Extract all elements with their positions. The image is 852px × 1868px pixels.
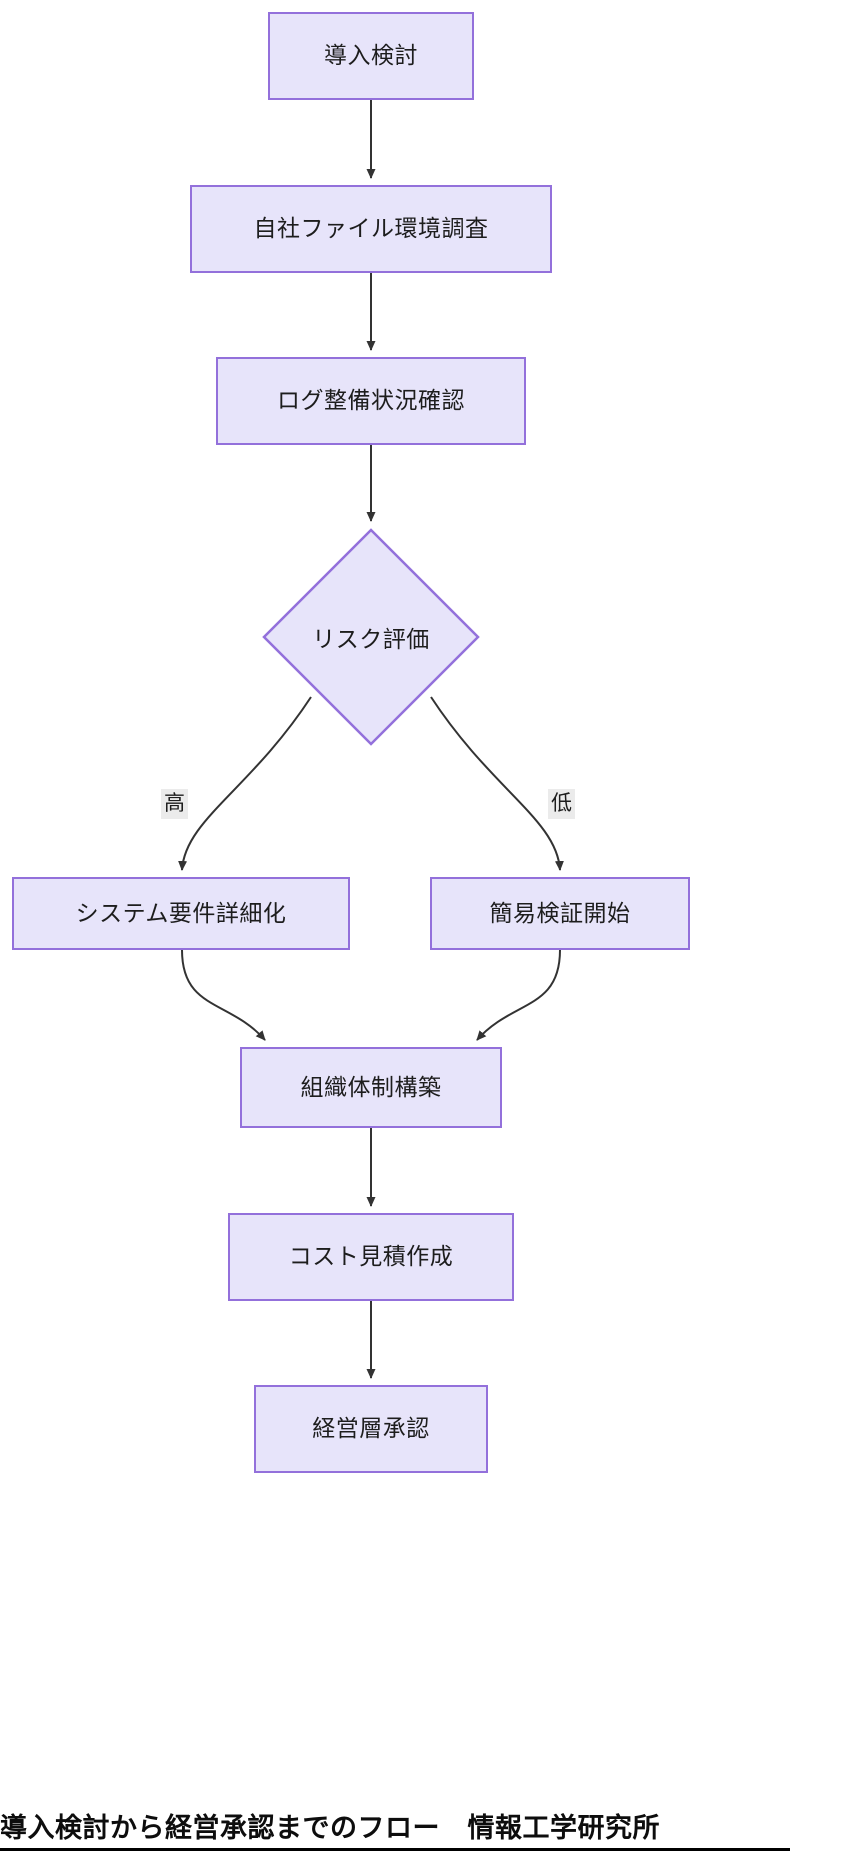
node-label: 簡易検証開始 bbox=[489, 899, 631, 926]
edge-n5-n7 bbox=[181, 949, 266, 1041]
node-リスク評価[interactable]: リスク評価 bbox=[262, 528, 480, 746]
node-label: コスト見積作成 bbox=[288, 1243, 454, 1270]
node-コスト見積作成[interactable]: コスト見積作成 bbox=[228, 1213, 514, 1301]
node-label: 経営層承認 bbox=[312, 1415, 430, 1442]
node-label: 導入検討 bbox=[324, 42, 418, 69]
node-簡易検証開始[interactable]: 簡易検証開始 bbox=[430, 877, 690, 950]
node-label: ログ整備状況確認 bbox=[277, 387, 465, 414]
node-組織体制構築[interactable]: 組織体制構築 bbox=[240, 1047, 502, 1128]
node-システム要件詳細化[interactable]: システム要件詳細化 bbox=[12, 877, 350, 950]
caption-underline bbox=[0, 1848, 790, 1851]
node-経営層承認[interactable]: 経営層承認 bbox=[254, 1385, 488, 1473]
edge-n6-n7 bbox=[476, 949, 561, 1041]
edge-n4-n6 bbox=[430, 696, 564, 871]
diagram-caption: 導入検討から経営承認までのフロー 情報工学研究所 bbox=[0, 1813, 660, 1843]
edge-label-high: 高 bbox=[161, 789, 188, 820]
diamond-shape bbox=[262, 528, 480, 746]
node-自社ファイル環境調査[interactable]: 自社ファイル環境調査 bbox=[190, 185, 552, 273]
edge-label-low: 低 bbox=[548, 789, 575, 820]
node-label: 自社ファイル環境調査 bbox=[253, 215, 489, 242]
node-ログ整備状況確認[interactable]: ログ整備状況確認 bbox=[216, 357, 526, 445]
node-導入検討[interactable]: 導入検討 bbox=[268, 12, 474, 100]
edge-n4-n5 bbox=[178, 696, 312, 871]
node-label: システム要件詳細化 bbox=[75, 899, 287, 926]
node-label: 組織体制構築 bbox=[300, 1073, 442, 1100]
